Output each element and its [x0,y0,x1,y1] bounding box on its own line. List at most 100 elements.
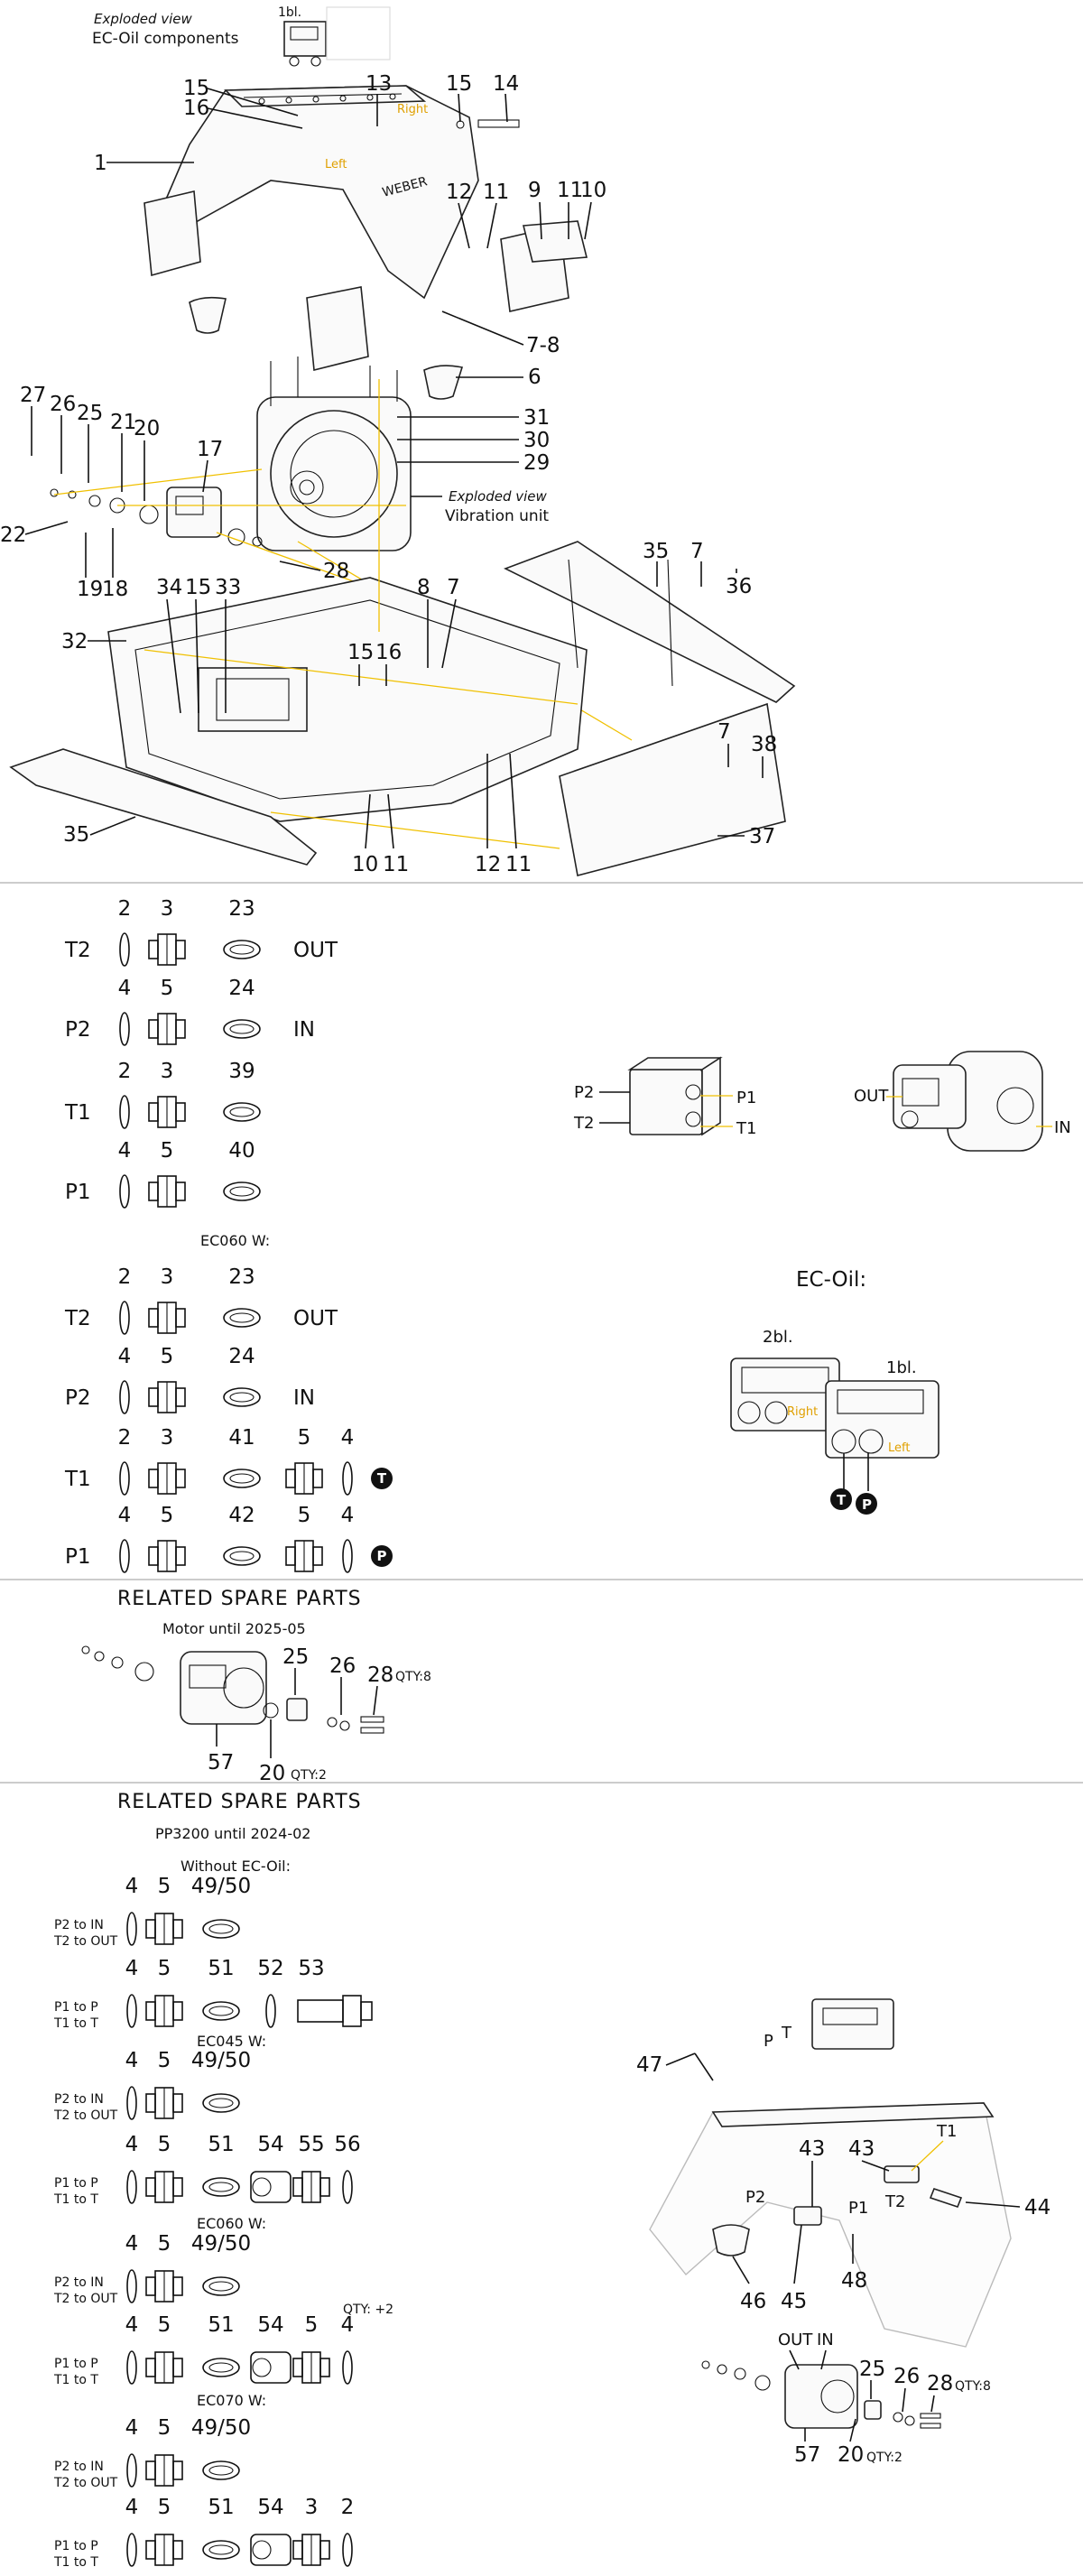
label-26: 26 [50,393,76,416]
part-number: 39 [228,1060,255,1083]
asm-label-48: 48 [841,2269,867,2293]
port-mapping-label: P1 to P [54,2000,98,2015]
valve-port-p2: P2 [574,1083,594,1102]
nipple-fitting-icon [285,1462,323,1495]
part-number: 4 [341,2313,355,2337]
nipple-fitting-icon [148,933,186,966]
asm-label-25: 25 [859,2358,885,2381]
o-ring-icon [342,2350,353,2385]
label-7b: 7 [447,576,460,599]
label-7-8: 7-8 [526,334,560,357]
asm-qty2: QTY:2 [866,2451,902,2465]
rel1-label-28: 28 [367,1663,393,1687]
label-10a: 10 [580,179,606,202]
label-35b: 35 [63,823,89,847]
badge-p [371,1545,393,1567]
frame-assembly-right: P T 47 43 43 T1 T2 P2 P1 44 46 45 48 [636,1998,1051,2467]
label-34: 34 [156,576,182,599]
port-mapping-label: T2 to OUT [53,2292,118,2306]
port-mapping-label: P1 to P [54,2539,98,2553]
label-15b: 15 [446,72,472,96]
badge-p-ec-text: P [862,1496,872,1513]
label-14: 14 [493,72,519,96]
valve-port-p1: P1 [736,1089,756,1107]
o-ring-icon [119,932,130,967]
part-number: 51 [208,2133,234,2156]
flow-direction-label: OUT [293,1307,338,1330]
o-ring-icon [119,1012,130,1046]
nipple-fitting-icon [285,1540,323,1572]
part-number: 4 [125,2232,139,2256]
port-mapping-label: P2 to IN [54,2092,104,2107]
o-ring-icon [342,1539,353,1573]
port-mapping-label: T2 to OUT [53,2108,118,2123]
o-ring-icon [119,1301,130,1335]
flow-direction-label: OUT [293,939,338,962]
label-22: 22 [0,524,26,547]
nipple-fitting-icon [145,1995,183,2027]
part-number: 4 [125,2133,139,2156]
part-number: 4 [125,1957,139,1980]
label-15a: 15 [183,77,209,100]
port-mapping-label: T1 to T [53,2555,98,2570]
label-8: 8 [417,576,430,599]
seal-washer-icon [223,940,261,959]
badge-p-ec [856,1493,877,1515]
flow-direction-label: IN [293,1018,315,1042]
label-16a: 16 [183,97,209,120]
part-number: 51 [208,1957,234,1980]
label-17: 17 [197,438,223,461]
ec-oil-title: EC-Oil: [796,1268,866,1292]
part-number: 5 [305,2313,319,2337]
part-number: 2 [118,1060,132,1083]
label-18: 18 [102,578,128,601]
part-number: 4 [341,1426,355,1450]
part-number: 52 [257,1957,283,1980]
part-number: 5 [158,2416,171,2440]
o-ring-icon [342,2170,353,2204]
part-number: 2 [341,2496,355,2519]
port-label: P2 [65,1018,91,1042]
adapter-fitting-icon [250,2351,292,2384]
qty-plus2: QTY: +2 [343,2303,393,2317]
part-number: 54 [257,2496,283,2519]
part-number: 5 [158,1875,171,1898]
part-number: 3 [161,1060,174,1083]
valve-port-t2: T2 [573,1114,594,1133]
part-number: 23 [228,1265,255,1289]
part-number: 4 [125,2496,139,2519]
nipple-fitting-icon [292,2351,330,2384]
label-27: 27 [20,384,46,407]
ec070-heading: EC070 W: [197,2392,266,2409]
rel1-label-20: 20 [259,1762,285,1785]
label-12a: 12 [446,181,472,204]
part-number: 56 [334,2133,360,2156]
part-number: 5 [161,977,174,1000]
part-number: 4 [118,1139,132,1163]
part-number: 5 [161,1139,174,1163]
pump-in-label: IN [1054,1118,1071,1137]
seal-washer-icon [202,2093,240,2113]
part-number: 4 [125,2313,139,2337]
asm-label-28: 28 [927,2372,953,2395]
label-37: 37 [749,825,775,848]
nipple-fitting-icon [148,1013,186,1045]
nipple-fitting-icon [148,1175,186,1208]
seal-washer-icon [202,2001,240,2021]
label-32: 32 [61,630,88,653]
label-38: 38 [751,733,777,756]
port-mapping-label: T1 to T [53,2016,98,2031]
label-29: 29 [523,451,550,475]
part-number: 54 [257,2313,283,2337]
asm-in-label: IN [817,2330,834,2349]
part-number: 49/50 [191,2232,251,2256]
left-text: Left [325,158,347,171]
port-label: T1 [64,1468,91,1491]
asm-label-46: 46 [740,2290,766,2313]
